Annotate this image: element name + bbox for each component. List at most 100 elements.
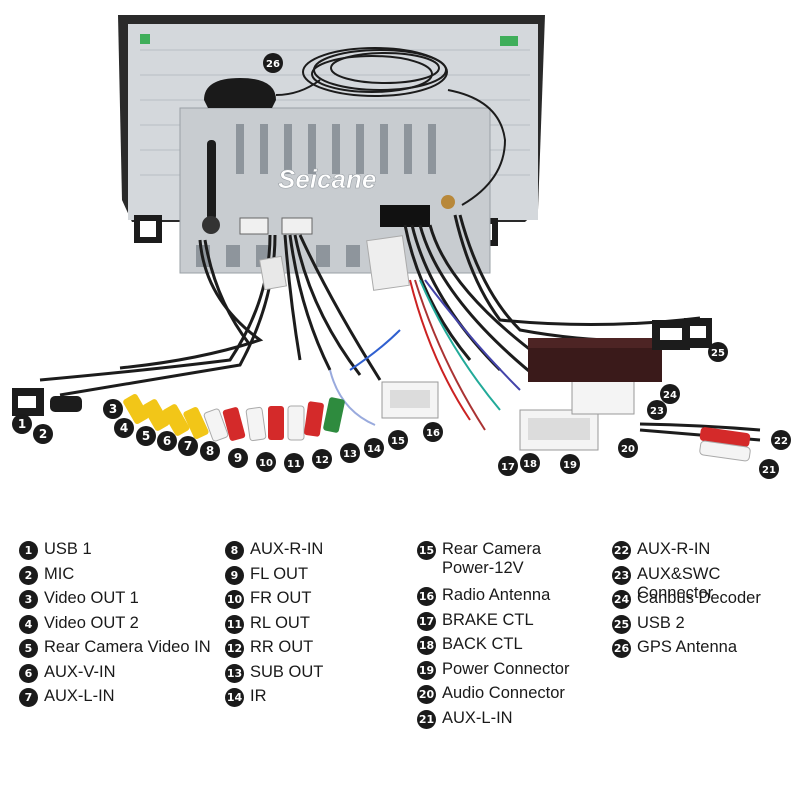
callout-13: 13: [340, 443, 360, 463]
legend-label: FL OUT: [250, 564, 309, 583]
callout-4: 4: [114, 418, 134, 438]
svg-text:26: 26: [266, 59, 280, 70]
legend-number-badge: 14: [225, 688, 244, 707]
callout-11: 11: [284, 453, 304, 473]
svg-text:12: 12: [315, 455, 329, 466]
svg-text:3: 3: [109, 402, 117, 416]
callout-10: 10: [256, 452, 276, 472]
legend-item-3: 3 Video OUT 1: [19, 589, 211, 614]
svg-text:18: 18: [523, 459, 537, 470]
svg-text:15: 15: [391, 436, 405, 447]
callout-6: 6: [157, 431, 177, 451]
svg-text:22: 22: [774, 436, 788, 447]
legend-number-badge: 24: [612, 590, 631, 609]
brand-watermark: Seicane: [278, 164, 376, 194]
legend-item-26: 26 GPS Antenna: [612, 638, 800, 663]
legend-label: AUX&SWC Connector: [637, 564, 721, 602]
callout-16: 16: [423, 422, 443, 442]
legend-label: Rear Camera Video IN: [44, 638, 211, 656]
callout-12: 12: [312, 449, 332, 469]
callout-14: 14: [364, 438, 384, 458]
legend-number-badge: 22: [612, 541, 631, 560]
wiring-diagram: Seicane: [12, 15, 791, 479]
legend-label: RL OUT: [250, 613, 310, 632]
legend-item-23: 23 AUX&SWC Connector: [612, 565, 800, 602]
svg-text:21: 21: [762, 465, 776, 476]
callout-18: 18: [520, 453, 540, 473]
legend-label: SUB OUT: [250, 662, 324, 681]
legend-item-17: 17 BRAKE CTL: [417, 611, 569, 636]
legend-number-badge: 25: [612, 614, 631, 634]
legend-item-22: 22 AUX-R-IN: [612, 540, 800, 565]
legend-label: Audio Connector: [442, 684, 565, 702]
callout-3: 3: [103, 399, 123, 419]
legend-label: MIC: [44, 564, 75, 583]
svg-text:23: 23: [650, 406, 664, 417]
callout-8: 8: [200, 441, 220, 461]
svg-text:2: 2: [39, 427, 47, 441]
legend-number-badge: 6: [19, 663, 38, 683]
legend-label: Video OUT 1: [44, 589, 139, 607]
mic-plug: [50, 396, 82, 412]
callout-22: 22: [771, 430, 791, 450]
gps-antenna-puck: [204, 78, 276, 108]
legend-label: BRAKE CTL: [442, 610, 534, 629]
callout-20: 20: [618, 438, 638, 458]
legend-item-12: 12 RR OUT: [225, 638, 323, 663]
legend-number-badge: 13: [225, 663, 244, 683]
callout-19: 19: [560, 454, 580, 474]
callout-7: 7: [178, 436, 198, 456]
callout-15: 15: [388, 430, 408, 450]
svg-text:5: 5: [142, 429, 150, 443]
legend-number-badge: 12: [225, 639, 244, 658]
legend-number-badge: 23: [612, 565, 631, 585]
legend-label: AUX-R-IN: [637, 540, 711, 558]
svg-text:25: 25: [711, 348, 725, 359]
callout-23: 23: [647, 400, 667, 420]
legend-label: Rear Camera Power-12V: [442, 540, 542, 577]
legend-item-11: 11 RL OUT: [225, 614, 323, 639]
legend-number-badge: 18: [417, 636, 436, 655]
callout-1: 1: [12, 414, 32, 434]
svg-text:10: 10: [259, 458, 273, 469]
svg-text:8: 8: [206, 444, 214, 458]
legend-label: IR: [250, 687, 267, 705]
callout-24: 24: [660, 384, 680, 404]
legend-number-badge: 19: [417, 660, 436, 680]
legend-number-badge: 5: [19, 639, 38, 658]
legend-number-badge: 26: [612, 639, 631, 658]
svg-text:24: 24: [663, 390, 677, 401]
legend-label: RR OUT: [250, 638, 314, 656]
svg-text:16: 16: [426, 428, 440, 439]
callout-26: 26: [263, 53, 283, 73]
legend-number-badge: 3: [19, 590, 38, 609]
callout-21: 21: [759, 459, 779, 479]
legend-label: GPS Antenna: [637, 638, 737, 656]
legend-label: USB 2: [637, 613, 685, 632]
legend-number-badge: 16: [417, 587, 436, 606]
svg-text:4: 4: [120, 421, 128, 435]
legend-label: FR OUT: [250, 589, 312, 607]
legend-number-badge: 17: [417, 611, 436, 631]
legend-label: Video OUT 2: [44, 613, 139, 632]
legend-number-badge: 11: [225, 614, 244, 634]
legend-label: AUX-L-IN: [44, 687, 115, 705]
svg-text:14: 14: [367, 444, 381, 455]
callout-17: 17: [498, 456, 518, 476]
